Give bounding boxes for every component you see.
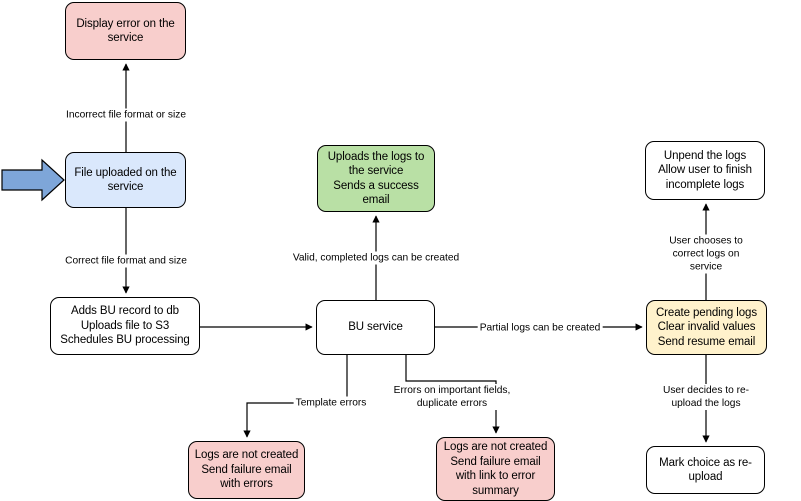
edge-label-partial-logs: Partial logs can be created xyxy=(477,321,603,335)
node-logs-not-created-errors[interactable]: Logs are not created Send failure email … xyxy=(188,441,305,499)
start-arrow-icon xyxy=(1,158,65,202)
node-display-error[interactable]: Display error on the service xyxy=(65,2,186,60)
node-logs-not-created-summary[interactable]: Logs are not created Send failure email … xyxy=(436,437,555,501)
edge-label-correct-format: Correct file format and size xyxy=(63,254,189,268)
edge-label-errors-important: Errors on important fields, duplicate er… xyxy=(391,384,513,410)
edge-label-valid-completed: Valid, completed logs can be created xyxy=(290,251,462,265)
node-adds-bu-record[interactable]: Adds BU record to db Uploads file to S3 … xyxy=(50,297,200,355)
node-file-uploaded[interactable]: File uploaded on the service xyxy=(65,152,186,208)
node-create-pending-logs[interactable]: Create pending logs Clear invalid values… xyxy=(646,300,767,355)
edge-label-user-reuploads: User decides to re-upload the logs xyxy=(658,384,754,410)
node-bu-service[interactable]: BU service xyxy=(316,300,435,355)
edge-label-incorrect-format: Incorrect file format or size xyxy=(63,108,189,122)
node-unpend-logs[interactable]: Unpend the logs Allow user to finish inc… xyxy=(645,141,765,200)
edge-label-user-corrects: User chooses to correct logs on service xyxy=(658,234,754,274)
node-uploads-logs-success[interactable]: Uploads the logs to the service Sends a … xyxy=(317,145,435,212)
edge-label-template-errors: Template errors xyxy=(293,396,369,410)
node-mark-choice-reupload[interactable]: Mark choice as re- upload xyxy=(646,446,765,494)
